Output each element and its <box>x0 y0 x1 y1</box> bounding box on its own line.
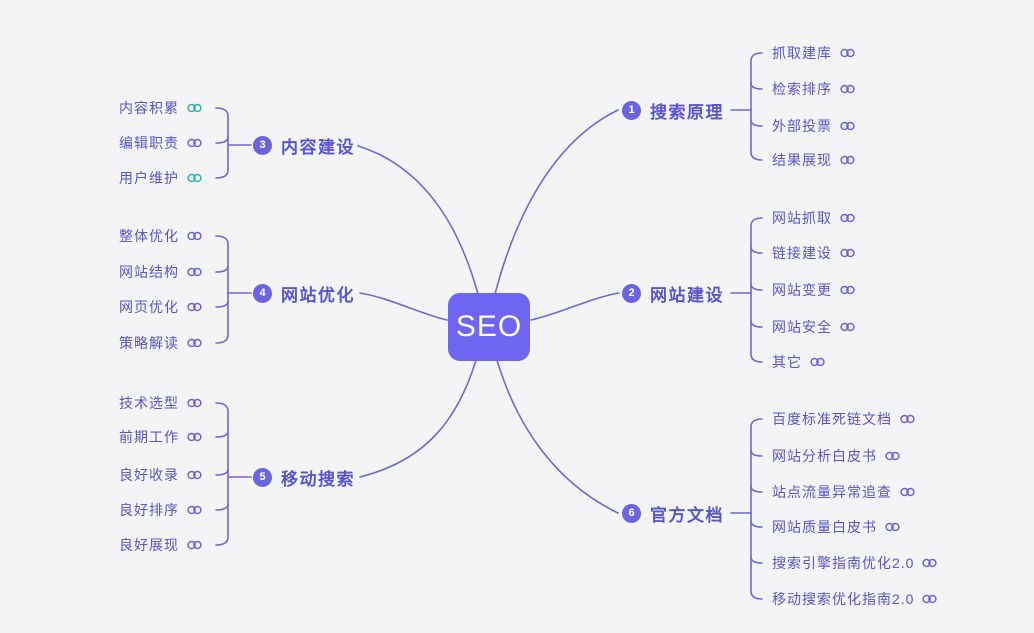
branch-topic-label: 内容建设 <box>281 137 355 157</box>
curve-to-branch-1 <box>494 109 619 295</box>
subtopic-item[interactable]: 前期工作 <box>119 427 202 447</box>
link-icon[interactable] <box>187 504 202 516</box>
link-icon[interactable] <box>840 83 855 95</box>
subtopic-item[interactable]: 网站安全 <box>772 317 855 337</box>
link-icon[interactable] <box>187 431 202 443</box>
branch-topic-label: 网站建设 <box>650 285 724 305</box>
link-icon[interactable] <box>885 521 900 533</box>
subtopic-item[interactable]: 外部投票 <box>772 116 855 136</box>
branch-topic-label: 搜索原理 <box>650 102 724 122</box>
subtopic-item[interactable]: 网站抓取 <box>772 208 855 228</box>
link-icon[interactable] <box>187 230 202 242</box>
branch-topic-site-building[interactable]: 2 网站建设 <box>622 280 724 306</box>
subtopic-item[interactable]: 良好展现 <box>119 535 202 555</box>
link-icon[interactable] <box>187 266 202 278</box>
subtopic-item[interactable]: 搜索引擎指南优化2.0 <box>772 553 938 573</box>
branch-topic-search-principle[interactable]: 1 搜索原理 <box>622 97 724 123</box>
link-icon[interactable] <box>885 450 900 462</box>
link-icon[interactable] <box>840 284 855 296</box>
link-icon[interactable] <box>840 47 855 59</box>
link-icon[interactable] <box>187 301 202 313</box>
link-icon[interactable] <box>922 593 938 605</box>
link-icon[interactable] <box>187 397 202 409</box>
curve-to-branch-4 <box>359 292 448 321</box>
branch-topic-site-optimization[interactable]: 4 网站优化 <box>253 280 355 306</box>
branch-number-badge: 1 <box>622 100 641 120</box>
curve-to-branch-6 <box>496 359 619 514</box>
branch-topic-official-docs[interactable]: 6 官方文档 <box>622 500 724 526</box>
subtopic-item[interactable]: 网站分析白皮书 <box>772 446 900 466</box>
link-icon[interactable] <box>187 137 202 149</box>
subtopic-item[interactable]: 整体优化 <box>119 226 202 246</box>
link-icon[interactable] <box>187 539 202 551</box>
subtopic-item[interactable]: 网站质量白皮书 <box>772 517 900 537</box>
branch-number-badge: 5 <box>253 467 272 487</box>
branch-number-badge: 3 <box>253 135 272 155</box>
link-icon[interactable] <box>840 321 855 333</box>
branch-topic-mobile-search[interactable]: 5 移动搜索 <box>253 464 355 490</box>
link-icon[interactable] <box>900 413 915 425</box>
subtopic-item[interactable]: 良好收录 <box>119 465 202 485</box>
subtopic-item[interactable]: 网站结构 <box>119 262 202 282</box>
subtopic-item[interactable]: 抓取建库 <box>772 43 855 63</box>
link-icon[interactable] <box>922 557 938 569</box>
subtopic-item[interactable]: 用户维护 <box>119 168 202 188</box>
subtopic-item[interactable]: 链接建设 <box>772 243 855 263</box>
subtopic-item[interactable]: 百度标准死链文档 <box>772 409 915 429</box>
branch-number-badge: 2 <box>622 283 641 303</box>
curve-to-branch-2 <box>530 292 620 321</box>
link-icon[interactable] <box>187 102 202 114</box>
subtopic-item[interactable]: 编辑职责 <box>119 133 202 153</box>
subtopic-item[interactable]: 其它 <box>772 352 825 372</box>
branch-topic-label: 网站优化 <box>281 285 355 305</box>
subtopic-item[interactable]: 策略解读 <box>119 333 202 353</box>
branch-topic-label: 官方文档 <box>650 505 724 525</box>
subtopic-item[interactable]: 结果展现 <box>772 150 855 170</box>
center-node-label: SEO <box>455 310 523 343</box>
subtopic-item[interactable]: 移动搜索优化指南2.0 <box>772 589 938 609</box>
link-icon[interactable] <box>840 247 855 259</box>
link-icon[interactable] <box>187 469 202 481</box>
link-icon[interactable] <box>810 356 825 368</box>
subtopic-item[interactable]: 检索排序 <box>772 79 855 99</box>
subtopic-item[interactable]: 内容积累 <box>119 98 202 118</box>
curve-to-branch-3 <box>357 145 479 295</box>
curve-to-branch-5 <box>359 359 477 478</box>
link-icon[interactable] <box>187 172 202 184</box>
branch-number-badge: 6 <box>622 503 641 523</box>
subtopic-item[interactable]: 站点流量异常追查 <box>772 482 915 502</box>
link-icon[interactable] <box>840 120 855 132</box>
branch-number-badge: 4 <box>253 283 272 303</box>
link-icon[interactable] <box>900 486 915 498</box>
subtopic-item[interactable]: 良好排序 <box>119 500 202 520</box>
subtopic-item[interactable]: 技术选型 <box>119 393 202 413</box>
link-icon[interactable] <box>840 212 855 224</box>
link-icon[interactable] <box>187 337 202 349</box>
subtopic-item[interactable]: 网页优化 <box>119 297 202 317</box>
center-node-seo[interactable]: SEO <box>448 293 530 361</box>
branch-topic-content-building[interactable]: 3 内容建设 <box>253 132 355 158</box>
link-icon[interactable] <box>840 154 855 166</box>
branch-topic-label: 移动搜索 <box>281 469 355 489</box>
subtopic-item[interactable]: 网站变更 <box>772 280 855 300</box>
